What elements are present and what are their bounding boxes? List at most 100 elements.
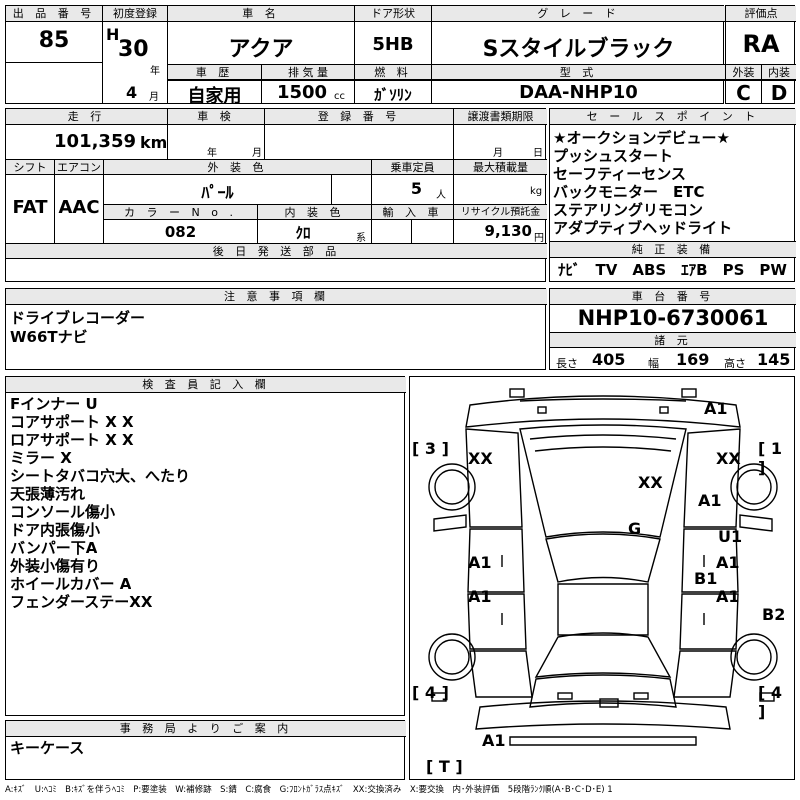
int-color: ｸﾛ [295, 224, 311, 242]
km-unit: km [140, 133, 168, 152]
mileage: 101,359 [54, 131, 136, 152]
damage-mark: A1 [468, 587, 492, 606]
int-color-label: 内 装 色 [258, 205, 371, 220]
color-no-label: カ ラ ー N o . [104, 205, 257, 220]
damage-mark: B2 [762, 605, 786, 624]
height-label: 高さ [724, 357, 746, 370]
damage-diagram: [ 3 ] [ 1 ] [ 4 ] [ 4 ] [ T ] A1 XX XX X… [409, 376, 795, 780]
position-3-label: [ 3 ] [412, 439, 449, 458]
damage-mark: U1 [718, 527, 743, 546]
width: 169 [676, 350, 710, 369]
import-label: 輸 入 車 [372, 205, 453, 220]
inspector-label: 検 査 員 記 入 欄 [6, 377, 406, 393]
inspector-section: 検 査 員 記 入 欄 Fインナー U コアサポート X X ロアサポート X … [5, 376, 406, 716]
displacement-label: 排 気 量 [262, 65, 354, 80]
equipment-label: 純 正 装 備 [550, 242, 796, 258]
chassis-label: 車 台 番 号 [550, 289, 796, 305]
inspector-item: Fインナー U [10, 395, 98, 413]
score: RA [742, 30, 780, 58]
inspection-label: 車 検 [168, 109, 264, 125]
capacity-label: 乗車定員 [372, 160, 453, 175]
recycle-unit: 円 [534, 233, 544, 244]
first-reg-label: 初度登録 [103, 6, 167, 22]
chassis-number: NHP10-6730061 [577, 306, 769, 330]
month-unit: 月 [149, 92, 159, 103]
sales-points-section: セ ー ル ス ポ イ ン ト ★オークションデビュー★ プッシュスタート セー… [549, 108, 796, 282]
transfer-label: 譲渡書類期限 [454, 109, 547, 125]
damage-mark: A1 [698, 491, 722, 510]
name-label: 車 名 [168, 6, 354, 22]
office-section: 事 務 局 よ り ご 案 内 キーケース [5, 720, 406, 780]
notes-line: ドライブレコーダー [10, 309, 146, 327]
damage-mark: XX [716, 449, 741, 468]
later-parts-label: 後 日 発 送 部 品 [6, 244, 547, 259]
damage-mark: A1 [482, 731, 506, 750]
damage-mark: B1 [694, 569, 718, 588]
car-outline-diagram [428, 388, 778, 746]
inspector-item: コアサポート X X [10, 413, 134, 431]
interior-label: 内装 [762, 65, 796, 80]
sales-point-item: ステアリングリモコン [553, 201, 704, 219]
transfer-month-unit: 月 [493, 148, 503, 159]
fuel: ｶﾞｿﾘﾝ [374, 86, 412, 104]
cc-unit: cc [334, 91, 345, 102]
recycle-label: リサイクル預託金 [454, 205, 547, 220]
inspector-item: 天張薄汚れ [10, 485, 86, 503]
grade: Sスタイルブラック [482, 37, 675, 62]
model: DAA-NHP10 [519, 82, 638, 103]
sales-points-label: セ ー ル ス ポ イ ン ト [550, 109, 796, 125]
year-unit: 年 [150, 66, 160, 77]
sales-point-item: セーフティーセンス [553, 165, 686, 183]
inspector-item: 外装小傷有り [10, 557, 101, 575]
interior-score: D [770, 81, 788, 105]
history-label: 車 歴 [168, 65, 261, 80]
spec-label: 諸 元 [550, 333, 796, 348]
notes-label: 注 意 事 項 欄 [6, 289, 547, 305]
door-label: ドア形状 [355, 6, 431, 22]
damage-mark: A1 [704, 399, 728, 418]
inspector-item: ホイールカバー A [10, 575, 132, 593]
length: 405 [592, 350, 626, 369]
lot-no: 85 [38, 28, 70, 53]
damage-mark: G [628, 519, 642, 538]
lot-no-label: 出 品 番 号 [6, 6, 102, 22]
inspector-item: バンパー下A [10, 539, 98, 557]
equipment-list: ﾅﾋﾞ TV ABS ｴｱB PS PW [558, 261, 787, 279]
chassis-section: 車 台 番 号 NHP10-6730061 諸 元 長さ 405 幅 169 高… [549, 288, 796, 370]
recycle-amount: 9,130 [484, 222, 532, 240]
color-label: 外 装 色 [104, 160, 371, 175]
inspector-item: ロアサポート X X [10, 431, 134, 449]
damage-mark: A1 [716, 587, 740, 606]
damage-mark: XX [468, 449, 493, 468]
vehicle-info-section: 走 行 101,359 km 車 検 年 月 登 録 番 号 譲渡書類期限 月 … [5, 108, 547, 282]
body-color: ﾊﾟｰﾙ [201, 183, 234, 202]
transfer-day-unit: 日 [533, 148, 543, 159]
int-color-unit: 系 [356, 233, 366, 244]
sales-point-item: バックモニター ETC [553, 183, 705, 201]
inspector-item: シートタバコ穴大、へたり [10, 467, 191, 485]
sales-point-item: アダプティブヘッドライト [553, 219, 733, 237]
ac-label: エアコン [55, 160, 103, 175]
capacity-unit: 人 [436, 190, 446, 201]
plate-label: 登 録 番 号 [265, 109, 453, 125]
position-1-label: [ 1 ] [758, 439, 783, 477]
mileage-label: 走 行 [6, 109, 167, 125]
score-label: 評価点 [726, 6, 796, 22]
model-label: 型 式 [432, 65, 725, 80]
exterior-label: 外装 [726, 65, 761, 80]
legend-footer: A:ｷｽﾞ U:ﾍｺﾐ B:ｷｽﾞを伴うﾍｺﾐ P:要塗装 W:補修跡 S:錆 … [5, 785, 613, 795]
history: 自家用 [187, 86, 242, 107]
damage-mark: XX [638, 473, 663, 492]
inspection-year-unit: 年 [207, 148, 217, 159]
car-name: アクア [228, 37, 294, 62]
grade-label: グ レ ー ド [432, 6, 725, 22]
position-t-label: [ T ] [426, 757, 463, 776]
position-4-left-label: [ 4 ] [412, 683, 449, 702]
capacity: 5 [410, 179, 422, 198]
reg-era: H [106, 25, 120, 44]
inspector-item: フェンダーステーXX [10, 593, 153, 611]
inspection-month-unit: 月 [252, 148, 262, 159]
sales-point-item: ★オークションデビュー★ [553, 129, 730, 147]
shift: FAT [12, 197, 48, 218]
damage-mark: A1 [716, 553, 740, 572]
